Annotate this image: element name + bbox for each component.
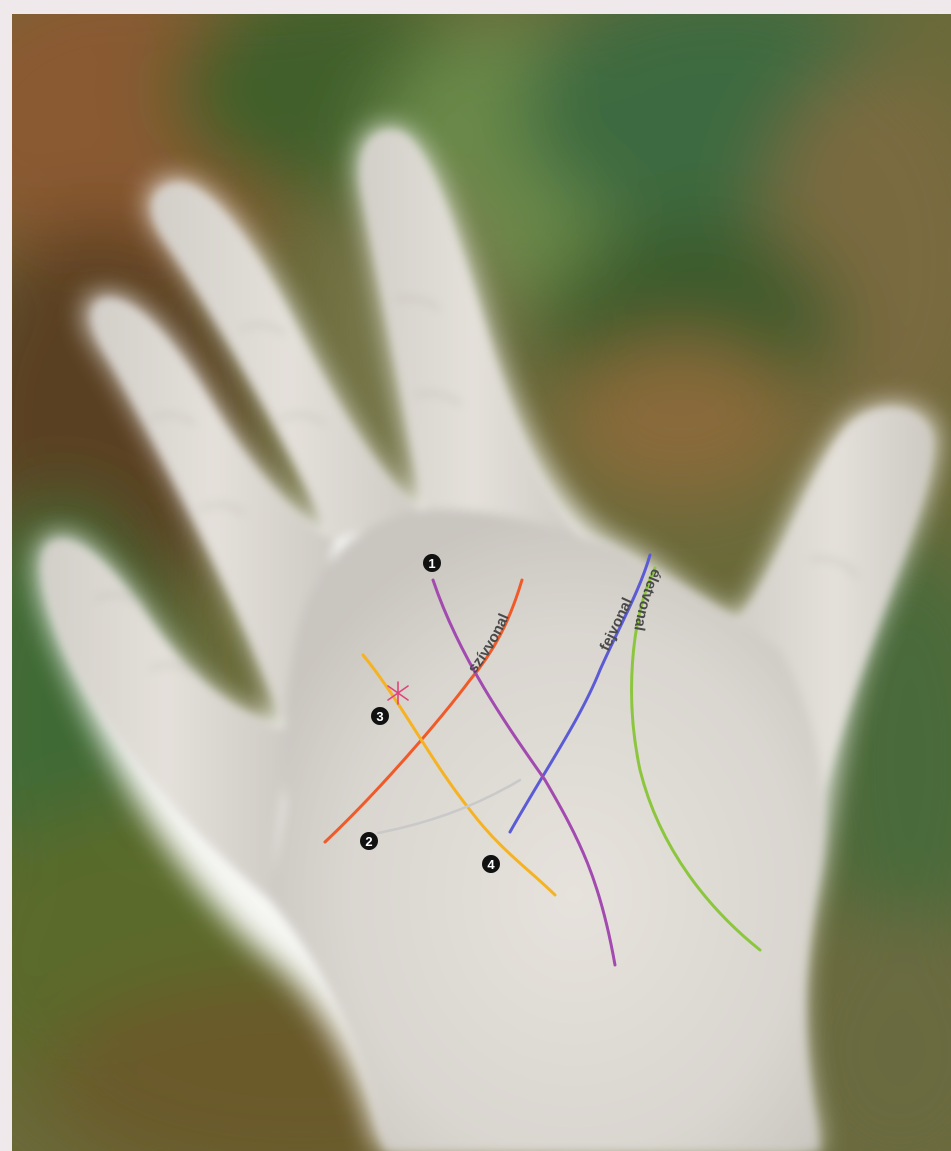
svg-text:2: 2 [365,834,372,849]
marker-2: 2 [360,832,378,850]
marker-1: 1 [423,554,441,572]
svg-text:1: 1 [428,556,435,571]
svg-text:3: 3 [376,709,383,724]
marker-3: 3 [371,707,389,725]
svg-text:4: 4 [487,857,495,872]
marker-4: 4 [482,855,500,873]
